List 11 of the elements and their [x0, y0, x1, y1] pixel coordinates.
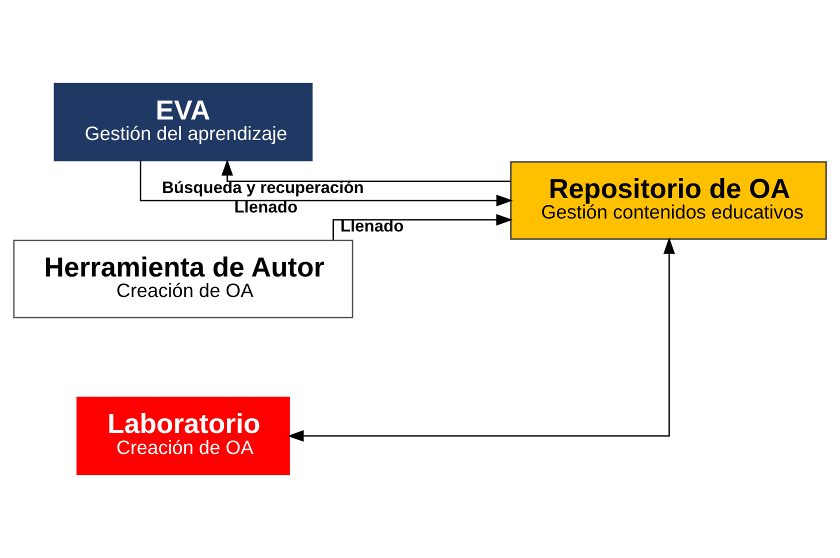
node-box: Herramienta de Autor Creación de OA — [13, 240, 354, 318]
node-box: EVA Gestión del aprendizaje — [54, 82, 313, 162]
edge-label: Llenado — [340, 216, 404, 236]
edge-label: Llenado — [234, 197, 298, 216]
arrow — [221, 159, 510, 182]
arrow — [332, 214, 513, 240]
node-box: Repositorio de OA Gestión contenidos educativos — [510, 161, 827, 240]
node-box: Laboratorio Creación de OA — [76, 396, 290, 476]
arrow — [140, 160, 513, 206]
edge-label: Búsqueda y recuperación — [162, 178, 364, 198]
arrow — [287, 237, 675, 442]
